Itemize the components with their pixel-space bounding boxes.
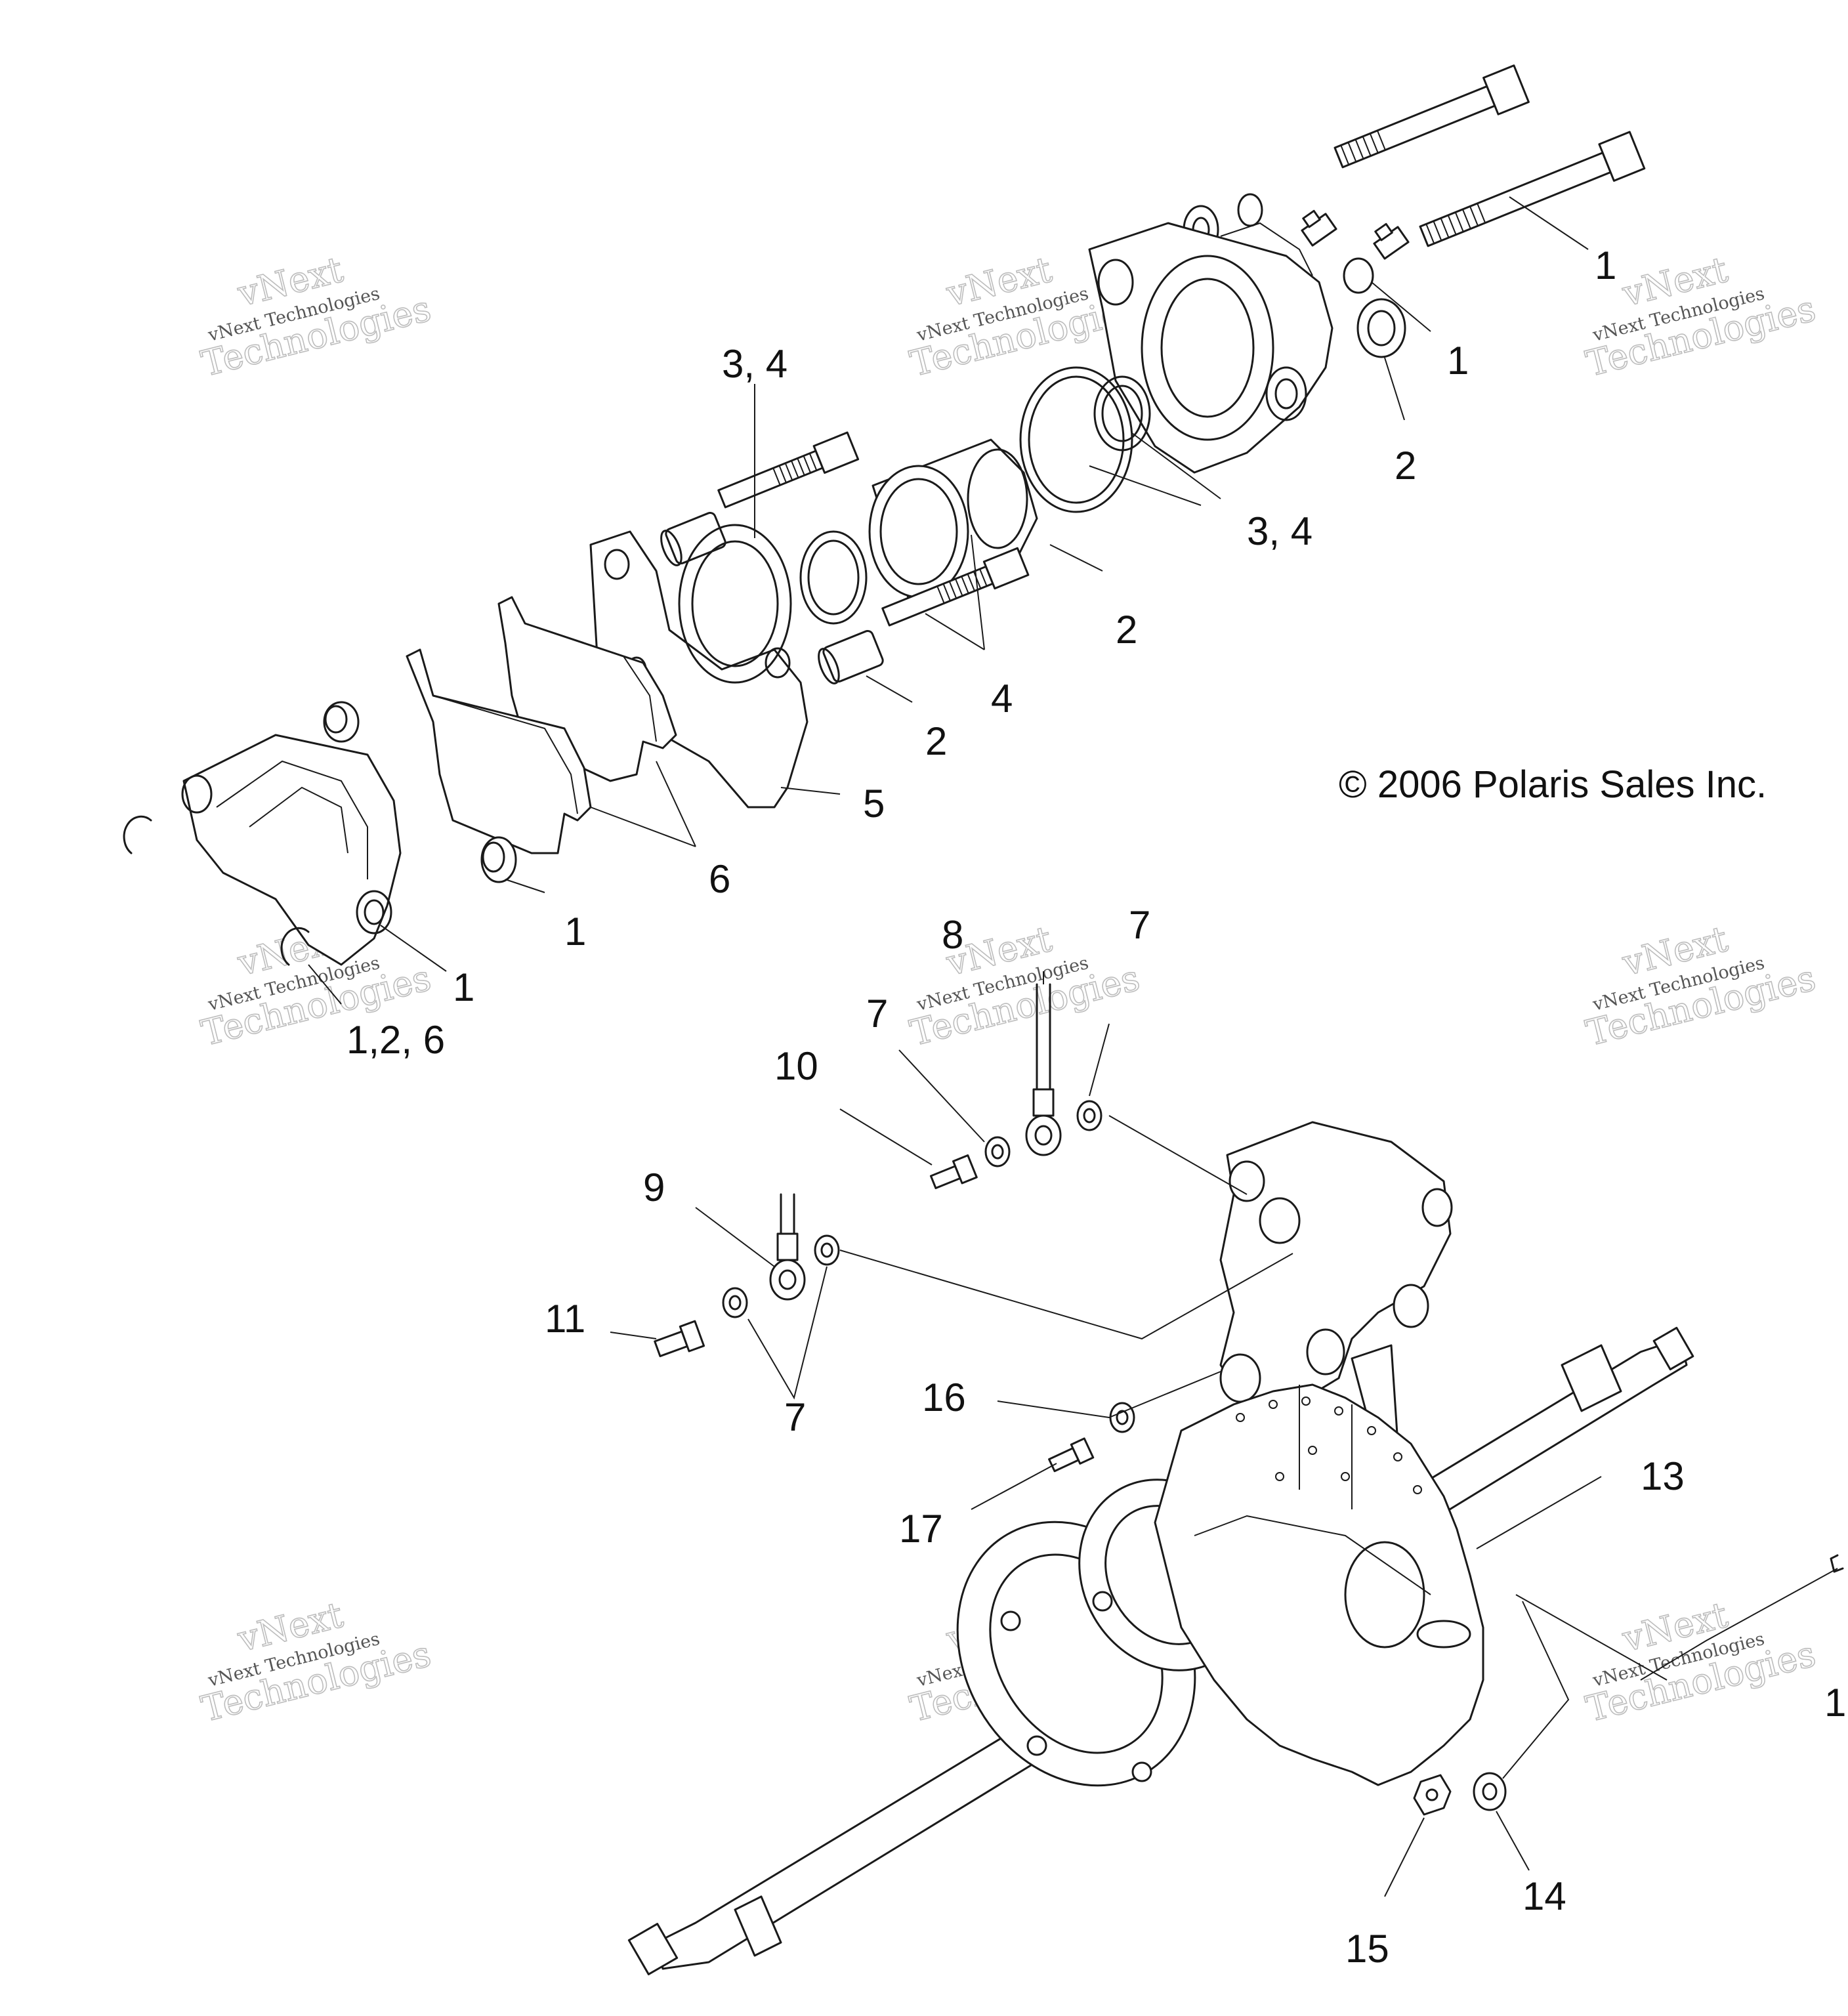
bleeder-fitting: [1373, 222, 1410, 260]
piston-ring: [799, 530, 868, 625]
callout-1: 1: [453, 965, 474, 1009]
caliper-bolt-upper: [1334, 64, 1530, 169]
crush-washer: [814, 1234, 840, 1266]
caliper-housing-outer: [1088, 222, 1334, 474]
washer-14: [1482, 1782, 1498, 1801]
watermark: vNext vNext Technologies Technologies: [197, 248, 436, 385]
assembled-caliper: [1219, 1121, 1453, 1458]
callout-2: 2: [925, 719, 947, 763]
bushing: [660, 511, 726, 566]
washer: [1343, 257, 1374, 294]
dust-seal: [1101, 385, 1143, 442]
callout-2: 2: [1395, 444, 1416, 488]
nut-15: [1425, 1788, 1438, 1801]
caliper-bolt-lower: [1419, 131, 1646, 247]
washer: [1367, 310, 1396, 346]
callout-5: 5: [863, 782, 885, 826]
washer-16: [1109, 1402, 1135, 1433]
washer-14: [1473, 1772, 1507, 1811]
retaining-clip: [123, 815, 152, 854]
bushing: [818, 629, 884, 684]
callout-8: 8: [942, 913, 963, 957]
bolt-11: [654, 1320, 705, 1358]
callout-13: 13: [1641, 1454, 1685, 1498]
upper-exploded-assembly: [123, 64, 1646, 966]
piston-seal: [1019, 366, 1133, 513]
crush-washer: [728, 1295, 742, 1311]
nut-15: [1413, 1774, 1452, 1816]
callout-3-4: 3, 4: [1247, 509, 1312, 553]
boot-plug-top: [323, 701, 360, 743]
crush-washer: [820, 1242, 833, 1258]
callout-1: 1: [564, 910, 586, 954]
slide-pin-lower: [881, 547, 1030, 627]
leader-lines: [308, 196, 1838, 1897]
washer: [1237, 193, 1263, 227]
callout-7: 7: [784, 1395, 806, 1439]
fastener-12-partial: [1830, 1554, 1844, 1573]
callout-9: 9: [643, 1166, 665, 1209]
callouts: 1 1 2 3, 4 3, 4 2 4 2 5 6 1 1 1,2, 6 8 7…: [346, 243, 1848, 1971]
crush-washer: [1083, 1108, 1096, 1124]
washer: [1356, 298, 1406, 358]
callout-15: 15: [1345, 1927, 1389, 1971]
callout-16: 16: [922, 1376, 966, 1419]
bolt-17: [1048, 1437, 1095, 1473]
callout-14: 14: [1522, 1874, 1566, 1918]
callout-7: 7: [1129, 903, 1150, 947]
callout-1: 1: [1595, 243, 1616, 287]
retaining-clip: [280, 927, 310, 966]
callout-11: 11: [545, 1297, 585, 1341]
crush-washer: [722, 1287, 748, 1318]
watermark: vNext vNext Technologies Technologies: [1582, 917, 1820, 1055]
crush-washer: [984, 1136, 1011, 1167]
callout-12: 12: [1824, 1681, 1848, 1725]
brake-line-8: [1025, 983, 1062, 1156]
crush-washer: [1076, 1100, 1102, 1131]
callout-7: 7: [866, 992, 888, 1036]
callout-6: 6: [709, 857, 730, 901]
callout-17: 17: [899, 1507, 943, 1551]
lower-assembly: [627, 983, 1844, 1975]
boot-plug: [480, 836, 517, 883]
caliper-body-inner: [181, 734, 402, 966]
brake-pad-inner: [406, 648, 592, 854]
callout-4: 4: [991, 677, 1013, 721]
callout-1-2-6: 1,2, 6: [346, 1018, 445, 1062]
caliper-mounting-bracket: [589, 524, 808, 808]
piston-ring: [807, 539, 860, 616]
bleeder-fitting: [1301, 209, 1337, 247]
callout-10: 10: [774, 1044, 818, 1088]
banjo-bolt-10: [929, 1154, 978, 1190]
piston-seal: [1028, 375, 1125, 504]
brake-line-9: [769, 1193, 806, 1301]
slide-pin-upper: [717, 431, 860, 509]
watermark: vNext vNext Technologies Technologies: [197, 1593, 436, 1731]
brake-disc: [1154, 1383, 1484, 1786]
callout-1: 1: [1447, 339, 1469, 383]
dust-seal: [1093, 375, 1151, 452]
callout-2: 2: [1116, 608, 1137, 652]
watermark: vNext vNext Technologies Technologies: [906, 917, 1144, 1055]
piston: [868, 438, 1038, 612]
callout-3-4: 3, 4: [722, 342, 788, 386]
crush-washer: [991, 1144, 1004, 1160]
copyright-notice: © 2006 Polaris Sales Inc.: [1339, 763, 1767, 806]
washer-16: [1116, 1410, 1129, 1425]
